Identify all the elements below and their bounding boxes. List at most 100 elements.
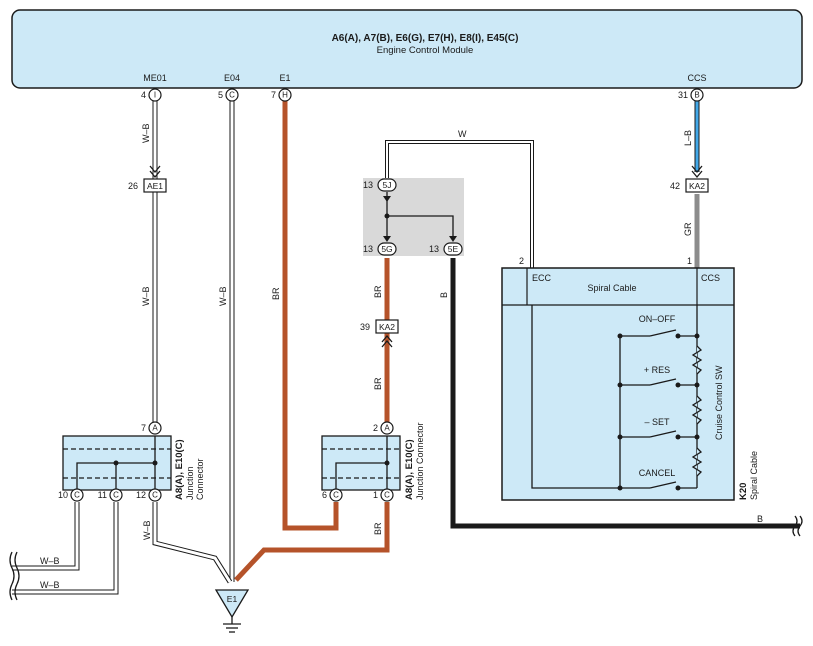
jcl-subtitle1: Junction [185,466,195,500]
jcl-b2-num: 12 [136,490,146,500]
pin-num-e04: 5 [218,90,223,100]
jcl-b1-num: 11 [98,490,107,500]
jb-5g-num: 13 [363,244,373,254]
jcl-top-letter: A [152,424,158,433]
wire-label-br-2: BR [373,285,383,298]
wire-label-br-4: BR [373,522,383,535]
pin-letter-ccs: B [694,91,699,100]
jcl-b1-letter: C [113,491,119,500]
component-id: K20 [738,483,749,500]
jb-5e-num: 13 [429,244,439,254]
connector-ka2-top-num: 42 [670,181,680,191]
cruise-control-sw-label: Cruise Control SW [714,365,724,440]
ground-e1: E1 [214,589,250,633]
connector-ka2-top: KA2 42 [670,165,709,193]
connector-ka2-mid-num: 39 [360,322,370,332]
wire-label-b-2: B [757,514,763,524]
connector-ka2-top-label: KA2 [689,181,705,191]
jcr-b1-num: 1 [373,490,378,500]
pin-name-ccs: CCS [687,73,706,83]
switch-label-cancel: CANCEL [639,468,676,478]
wire-label-br-1: BR [271,287,281,300]
jcr-title: A8(A), E10(C) [404,439,415,500]
ecm-pin-me01: ME01 I 4 [141,73,167,102]
pin-name-me01: ME01 [143,73,167,83]
wire-label-wb-6: W–B [40,580,60,590]
jcl-top-num: 7 [141,423,146,433]
offpage-break-left [9,551,20,601]
pin-letter-e04: C [229,91,235,100]
jb-5e-label: 5E [448,244,459,254]
junction-connector-left: A 7 C 10 C 11 C 12 A8(A), E10(C) Junctio… [58,421,205,502]
pin-name-e04: E04 [224,73,240,83]
ecm-pin-ccs: CCS B 31 [678,73,707,102]
jcl-b2-letter: C [152,491,158,500]
wire-jc10-offpage [12,502,80,571]
junction-block-panel [363,178,464,256]
ecm-subtitle: Engine Control Module [377,45,474,56]
wire-jc12-ground [152,502,233,584]
wire-label-b-1: B [439,292,449,298]
jcr-b1-letter: C [384,491,390,500]
jcr-b0-num: 6 [322,490,327,500]
wire-jc11-offpage [12,502,119,595]
ecm-pin-e1: E1 H 7 [271,73,292,102]
offpage-break-right [792,515,803,537]
connector-ae1-num: 26 [128,181,138,191]
jcl-b0-letter: C [74,491,80,500]
jcl-b0-num: 10 [58,490,68,500]
jcl-title: A8(A), E10(C) [174,439,185,500]
wire-e1-br [282,100,339,531]
junction-connector-right: A 2 C 6 C 1 A8(A), E10(C) Junction Conne… [321,421,425,502]
spiral-num-ccs: 1 [687,256,692,266]
switch-label-set: – SET [644,417,670,427]
ecm-box [11,9,803,89]
ecm-title: A6(A), A7(B), E6(G), E7(H), E8(I), E45(C… [332,33,519,44]
jb-5g-label: 5G [381,244,392,254]
connector-ae1: AE1 26 [128,165,167,193]
spiral-pin-ecc: ECC [532,273,552,283]
wire-label-wb-4: W–B [142,520,152,540]
ground-label: E1 [227,594,238,604]
pin-letter-me01: I [154,91,156,100]
spiral-pin-ccs: CCS [701,273,720,283]
pin-num-ccs: 31 [678,90,688,100]
switch-label-res: + RES [644,365,670,375]
jcr-top-num: 2 [373,423,378,433]
wire-label-gr: GR [683,222,693,236]
ecm-pin-e04: E04 C 5 [218,73,240,102]
pin-letter-e1: H [282,91,288,100]
connector-ka2-mid: KA2 39 [360,319,399,348]
wire-jc1-br [234,502,390,582]
jcl-subtitle2: Connector [195,458,205,500]
wire-label-br-3: BR [373,377,383,390]
wire-label-wb-2: W–B [141,286,151,306]
ground-triangle [214,589,250,619]
spiral-num-ecc: 2 [519,256,524,266]
wire-label-lb: L–B [683,130,693,146]
component-name: Spiral Cable [749,451,759,500]
wire-label-w: W [458,129,467,139]
jb-5j-label: 5J [383,180,392,190]
switch-on-off: ON–OFF [617,314,700,339]
wire-5e-b [450,258,800,529]
switch-res: + RES [617,365,700,388]
jcr-subtitle: Junction Connector [415,422,425,500]
spiral-title: Spiral Cable [587,283,636,293]
pin-num-me01: 4 [141,90,146,100]
spiral-cable: ECC CCS Spiral Cable 2 1 ON–OFF [501,256,759,501]
connector-ka2-mid-label: KA2 [379,322,395,332]
junction-block: 5J 13 5G 13 5E 13 [363,178,464,256]
wire-label-wb-1: W–B [141,123,151,143]
switch-label-on-off: ON–OFF [639,314,676,324]
wire-5j-w [385,140,534,268]
wire-label-wb-5: W–B [40,556,60,566]
pin-num-e1: 7 [271,90,276,100]
switch-cancel: CANCEL [617,468,697,491]
jcr-b0-letter: C [333,491,339,500]
jcr-top-letter: A [384,424,390,433]
wire-label-wb-3: W–B [218,286,228,306]
connector-ae1-label: AE1 [147,181,163,191]
pin-name-e1: E1 [279,73,290,83]
